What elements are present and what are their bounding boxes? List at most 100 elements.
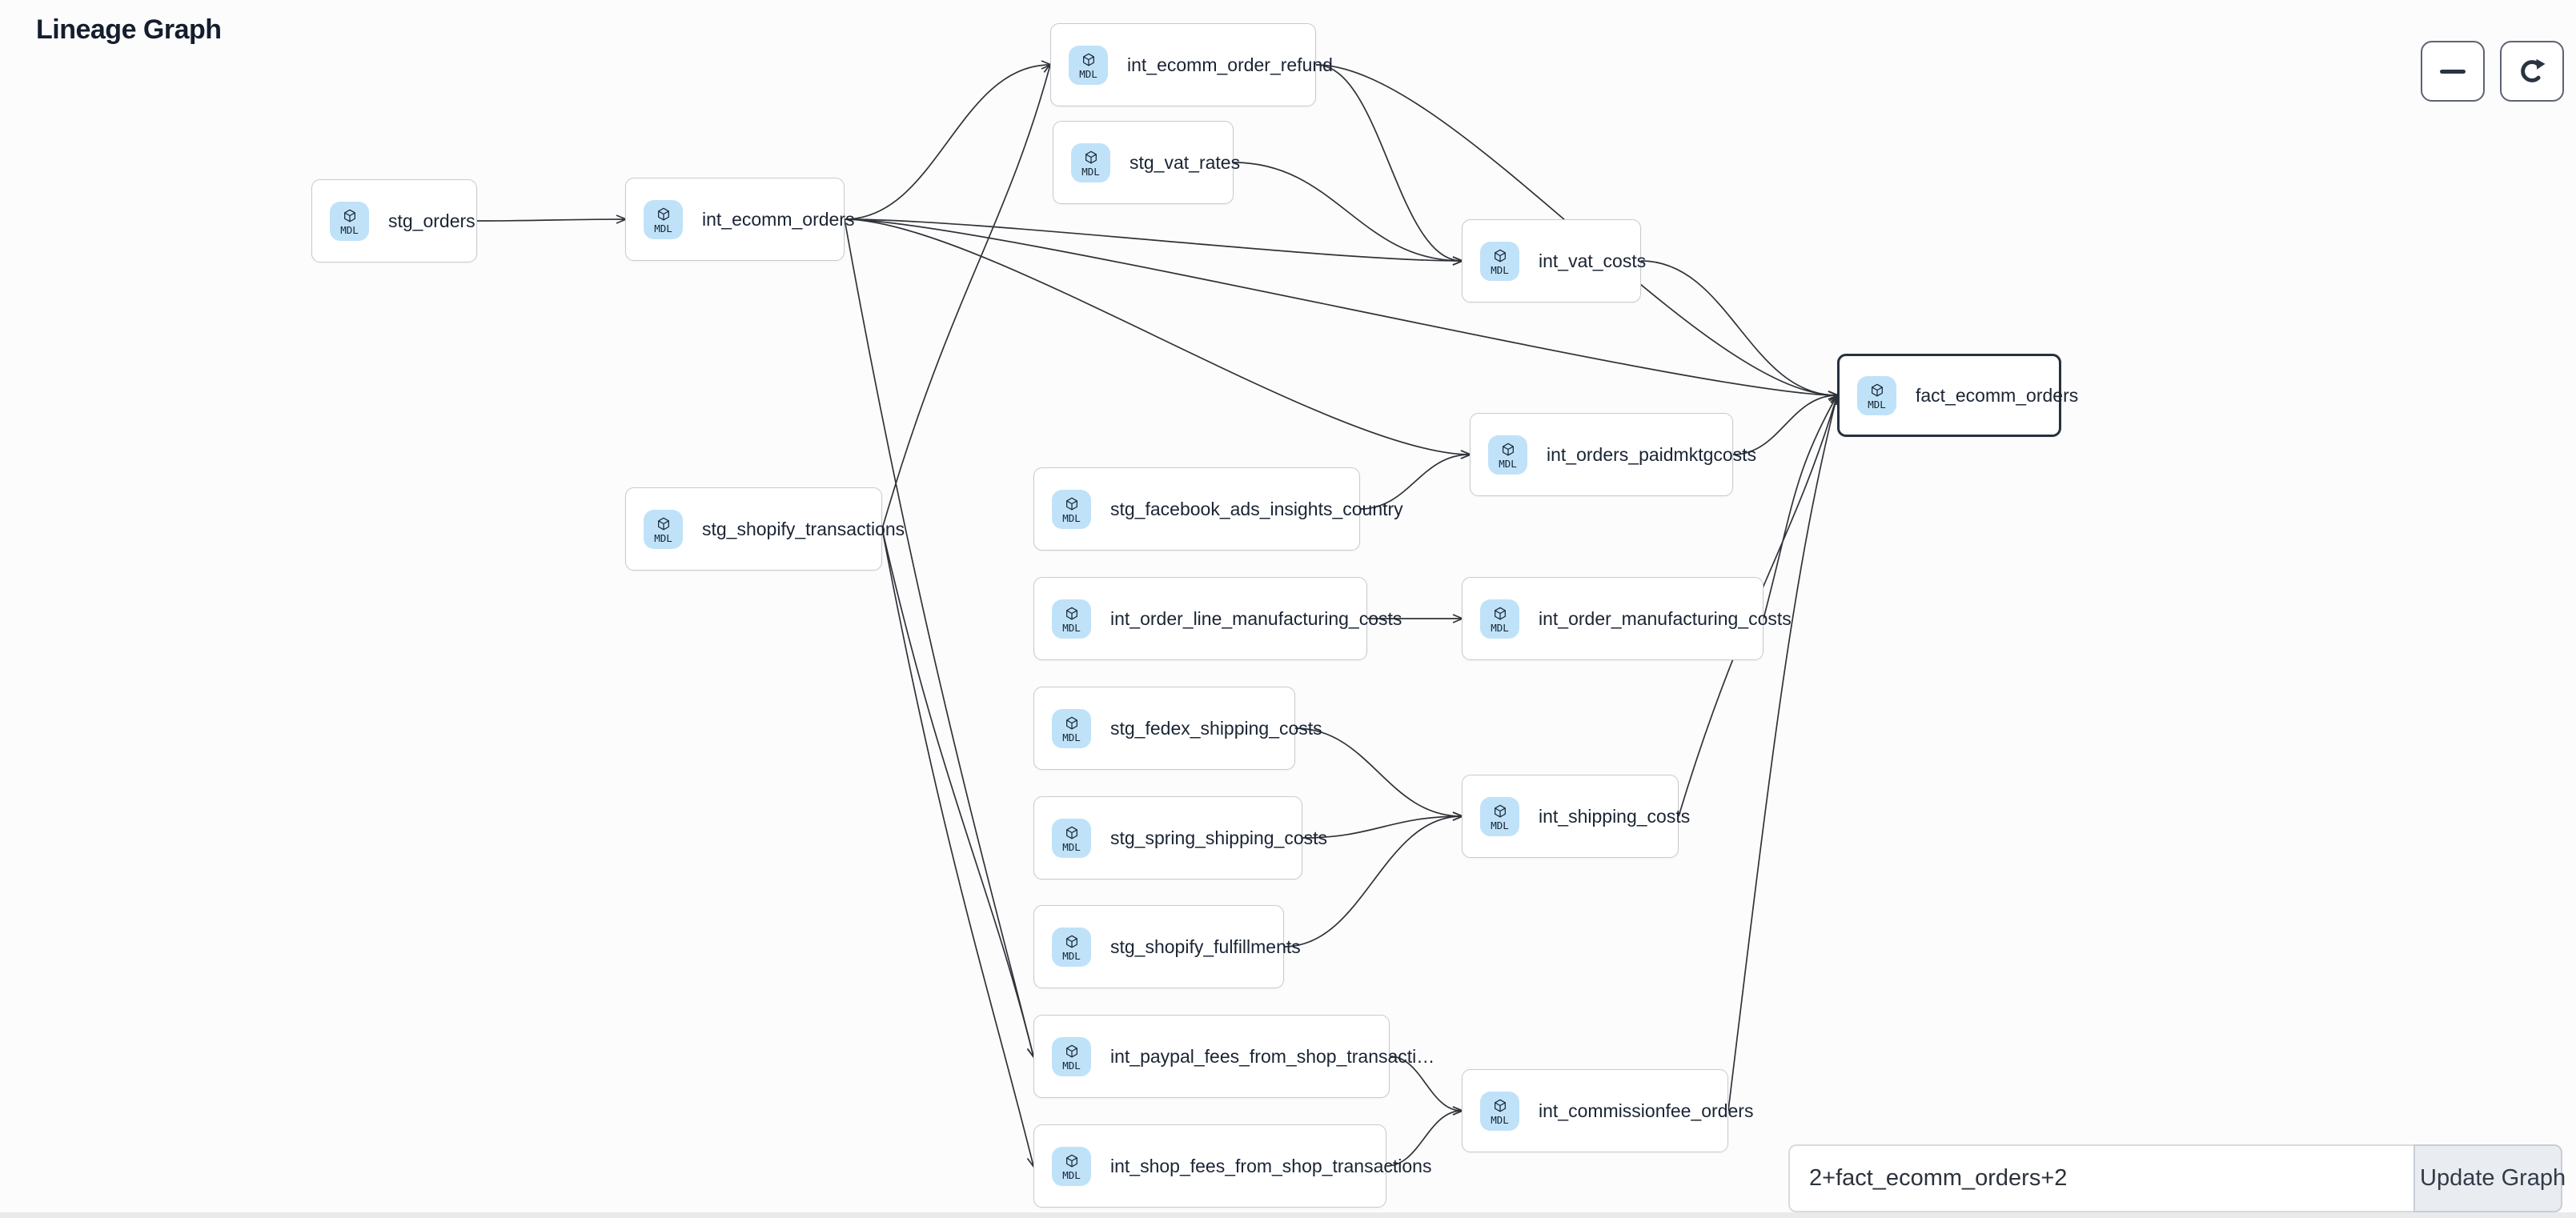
model-badge: MDL — [1480, 241, 1519, 281]
model-type-label: MDL — [1491, 622, 1509, 634]
graph-node-stg_fedex_shipping_costs[interactable]: MDL stg_fedex_shipping_costs — [1033, 687, 1322, 770]
model-type-label: MDL — [1499, 458, 1517, 470]
cube-icon — [1065, 497, 1077, 511]
graph-node-stg_orders[interactable]: MDL stg_orders — [311, 179, 477, 262]
lineage-edge — [1294, 727, 1465, 821]
model-type-label: MDL — [1062, 841, 1081, 853]
lineage-edge — [844, 60, 1053, 220]
node-label: stg_shopify_fulfillments — [1110, 936, 1301, 957]
graph-node-stg_vat_rates[interactable]: MDL stg_vat_rates — [1053, 121, 1240, 204]
model-badge: MDL — [644, 199, 683, 239]
cube-icon — [1065, 826, 1077, 839]
selector-input[interactable] — [1788, 1144, 2413, 1212]
cube-icon — [1065, 1044, 1077, 1058]
cube-icon — [1065, 607, 1077, 620]
lineage-edge — [881, 528, 1037, 1060]
node-label: int_orders_paidmktgcosts — [1547, 443, 1757, 465]
graph-node-int_commissionfee_orders[interactable]: MDL int_commissionfee_orders — [1462, 1069, 1753, 1152]
graph-node-int_ecomm_order_refund[interactable]: MDL int_ecomm_order_refund — [1050, 23, 1333, 106]
graph-node-stg_shopify_fulfillments[interactable]: MDL stg_shopify_fulfillments — [1033, 905, 1301, 988]
refresh-button[interactable] — [2500, 41, 2564, 102]
node-label: int_paypal_fees_from_shop_transacti… — [1110, 1045, 1435, 1067]
model-type-label: MDL — [1062, 731, 1081, 743]
model-badge: MDL — [644, 509, 683, 549]
cube-icon — [1494, 607, 1506, 620]
graph-node-int_ecomm_orders[interactable]: MDL int_ecomm_orders — [625, 178, 854, 261]
model-type-label: MDL — [1062, 1169, 1081, 1181]
graph-node-int_order_manufacturing_costs[interactable]: MDL int_order_manufacturing_costs — [1462, 577, 1792, 660]
node-label: int_shipping_costs — [1539, 805, 1691, 827]
model-badge: MDL — [1069, 45, 1108, 85]
model-type-label: MDL — [1491, 819, 1509, 831]
model-badge: MDL — [330, 201, 369, 241]
model-badge: MDL — [1488, 435, 1527, 475]
lineage-edge — [844, 218, 1465, 266]
graph-node-int_shipping_costs[interactable]: MDL int_shipping_costs — [1462, 775, 1690, 858]
model-type-label: MDL — [1062, 512, 1081, 524]
model-badge: MDL — [1480, 796, 1519, 836]
model-type-label: MDL — [1491, 264, 1509, 276]
lineage-edge — [881, 62, 1053, 530]
lineage-edge — [1640, 260, 1840, 400]
model-badge: MDL — [1052, 927, 1091, 967]
cube-icon — [1065, 935, 1077, 948]
zoom-out-button[interactable] — [2421, 41, 2485, 102]
model-badge: MDL — [1052, 708, 1091, 748]
node-label: int_order_line_manufacturing_costs — [1110, 607, 1402, 629]
model-type-label: MDL — [1062, 1060, 1081, 1072]
update-graph-button[interactable]: Update Graph — [2413, 1144, 2566, 1212]
model-type-label: MDL — [1079, 68, 1097, 80]
node-label: int_ecomm_orders — [702, 208, 855, 230]
refresh-icon — [2521, 58, 2546, 82]
node-label: int_ecomm_order_refund — [1127, 54, 1333, 75]
node-label: int_commissionfee_orders — [1539, 1100, 1754, 1121]
cube-icon — [1065, 716, 1077, 730]
lineage-edge — [844, 218, 1473, 459]
node-label: stg_shopify_transactions — [702, 518, 905, 539]
model-badge: MDL — [1052, 1036, 1091, 1076]
graph-node-stg_shopify_transactions[interactable]: MDL stg_shopify_transactions — [625, 487, 905, 571]
lineage-edge — [1315, 64, 1465, 266]
node-label: stg_spring_shipping_costs — [1110, 827, 1328, 848]
graph-node-int_order_line_manufacturing_costs[interactable]: MDL int_order_line_manufacturing_costs — [1033, 577, 1402, 660]
lineage-edge — [881, 528, 1037, 1169]
model-badge: MDL — [1480, 1091, 1519, 1131]
cube-icon — [343, 209, 355, 222]
model-type-label: MDL — [1062, 950, 1081, 962]
node-label: fact_ecomm_orders — [1916, 384, 2079, 406]
cube-icon — [657, 207, 669, 221]
cube-icon — [1494, 804, 1506, 818]
model-type-label: MDL — [1081, 166, 1100, 178]
lineage-edge — [1233, 162, 1465, 266]
horizontal-scrollbar[interactable] — [0, 1212, 2576, 1218]
query-bar: Update Graph — [1788, 1144, 2566, 1212]
minus-icon — [2440, 69, 2466, 74]
node-label: stg_vat_rates — [1130, 151, 1241, 173]
lineage-edge — [476, 214, 628, 224]
model-type-label: MDL — [654, 222, 672, 234]
graph-node-int_paypal_fees_from_shop_transactions[interactable]: MDL int_paypal_fees_from_shop_transacti… — [1033, 1015, 1434, 1098]
node-label: int_order_manufacturing_costs — [1539, 607, 1792, 629]
model-badge: MDL — [1052, 818, 1091, 858]
node-label: stg_fedex_shipping_costs — [1110, 717, 1322, 739]
graph-node-int_orders_paidmktgcosts[interactable]: MDL int_orders_paidmktgcosts — [1470, 413, 1756, 496]
model-badge: MDL — [1071, 142, 1110, 182]
page-title: Lineage Graph — [36, 14, 222, 45]
cube-icon — [1494, 1099, 1506, 1112]
cube-icon — [1065, 1154, 1077, 1168]
lineage-edge — [1763, 393, 1839, 619]
model-badge: MDL — [1480, 599, 1519, 639]
model-type-label: MDL — [1491, 1114, 1509, 1126]
graph-node-stg_spring_shipping_costs[interactable]: MDL stg_spring_shipping_costs — [1033, 796, 1327, 879]
graph-controls — [2421, 41, 2564, 102]
model-type-label: MDL — [1062, 622, 1081, 634]
lineage-edge — [844, 218, 1840, 400]
node-label: stg_orders — [388, 210, 475, 231]
model-badge: MDL — [1052, 599, 1091, 639]
lineage-edge — [844, 218, 1037, 1060]
